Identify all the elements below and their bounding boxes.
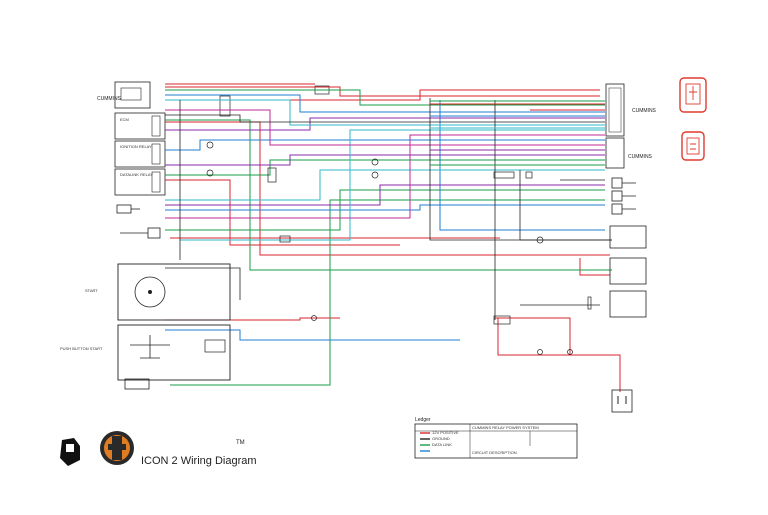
module-label-ignition: IGNITION RELAY <box>120 144 152 149</box>
ledger-row-3: CIRCUIT DESCRIPTION <box>472 450 517 455</box>
trademark: TM <box>236 440 245 446</box>
start-label: START <box>85 288 98 293</box>
ledger-row-0: 12V POSITIVE <box>432 430 459 435</box>
datalink-relay-box <box>114 140 166 168</box>
ledger-row-2: DATA LINK <box>432 442 452 447</box>
relay-icons <box>206 141 592 355</box>
cummins-logo <box>60 438 80 466</box>
module-label-ecm: ECM <box>120 117 129 122</box>
ledger-row-1: GROUND <box>432 436 450 441</box>
right-ecm: CUMMINS CUMMINS <box>605 83 657 169</box>
left-module-group: CUMMINS <box>97 81 166 196</box>
diagram-title: ICON 2 Wiring Diagram <box>141 455 257 467</box>
ecm-right-label-2: CUMMINS <box>628 154 653 160</box>
ledger-box-label: CUMMINS RELAY POWER SYSTEM <box>472 425 539 430</box>
left-sensors <box>116 204 161 390</box>
ledger-heading: Ledger <box>415 417 431 423</box>
international-logo <box>100 431 134 465</box>
top-wire-run <box>430 100 605 166</box>
ledger-table: 12V POSITIVE GROUND DATA LINK CIRCUIT DE… <box>414 423 578 459</box>
dash-switch-icon <box>679 77 707 161</box>
ignition-relay-box <box>114 112 166 140</box>
thermostat-label: CUMMINS <box>97 96 122 102</box>
right-connectors <box>609 177 647 413</box>
start-blocks: START PUSH BUTTON START <box>60 263 231 381</box>
module-label-datalink: DATALINK RELAY <box>120 172 153 177</box>
relay-box-3 <box>114 168 166 196</box>
wire-bundle <box>165 83 621 392</box>
ecm-right-label: CUMMINS <box>632 108 657 114</box>
module-labels: ECM IGNITION RELAY DATALINK RELAY <box>120 117 153 177</box>
push-button-start-label: PUSH BUTTON START <box>60 346 103 351</box>
